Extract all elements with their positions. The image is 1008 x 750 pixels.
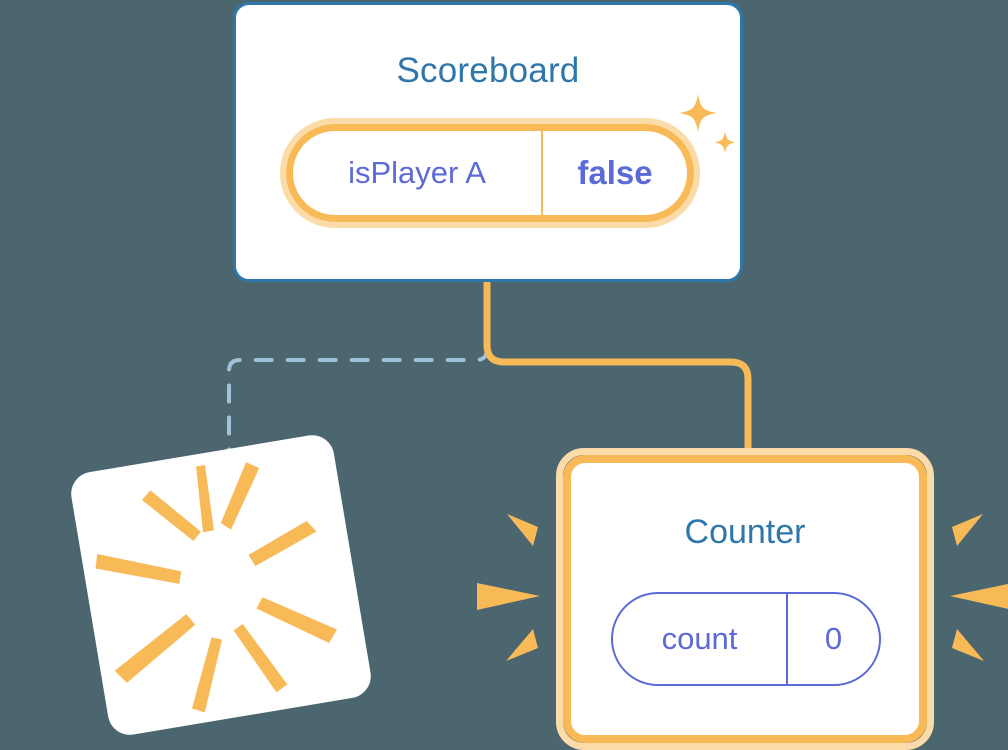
connector-scoreboard-to-counter bbox=[483, 282, 752, 452]
burst-ray-group bbox=[95, 462, 337, 713]
counter-title: Counter bbox=[684, 513, 806, 551]
burst-ray bbox=[95, 554, 182, 584]
burst-ray bbox=[191, 637, 223, 713]
scoreboard-title: Scoreboard bbox=[396, 51, 580, 90]
burst-ray bbox=[950, 584, 1008, 609]
counter-state-pill[interactable]: count 0 bbox=[611, 592, 881, 686]
counter-card[interactable]: Counter count 0 bbox=[556, 448, 934, 750]
burst-ray bbox=[506, 629, 538, 661]
scoreboard-card[interactable]: Scoreboard isPlayer A false bbox=[233, 2, 743, 282]
burst-ray bbox=[952, 629, 984, 661]
burst-ray bbox=[233, 623, 288, 693]
burst-ray bbox=[220, 462, 260, 530]
burst-ray bbox=[477, 583, 540, 610]
state-key-label: count bbox=[613, 594, 788, 684]
state-value-label: false bbox=[577, 154, 653, 191]
burst-ray bbox=[507, 514, 538, 546]
burst-ray bbox=[196, 464, 214, 533]
burst-ray bbox=[248, 520, 317, 567]
burst-ray bbox=[141, 490, 201, 541]
scoreboard-state-pill[interactable]: isPlayer A false bbox=[280, 118, 700, 228]
pill-glow-ring bbox=[280, 118, 700, 228]
pill-body: isPlayer A false bbox=[286, 124, 694, 222]
state-key-label: isPlayer A bbox=[293, 131, 543, 215]
burst-ray bbox=[952, 514, 983, 546]
counter-body: Counter count 0 bbox=[563, 455, 927, 743]
state-value-label: 0 bbox=[824, 621, 843, 656]
burst-card[interactable] bbox=[67, 431, 375, 739]
burst-ray bbox=[256, 597, 337, 643]
burst-ray bbox=[114, 614, 196, 683]
